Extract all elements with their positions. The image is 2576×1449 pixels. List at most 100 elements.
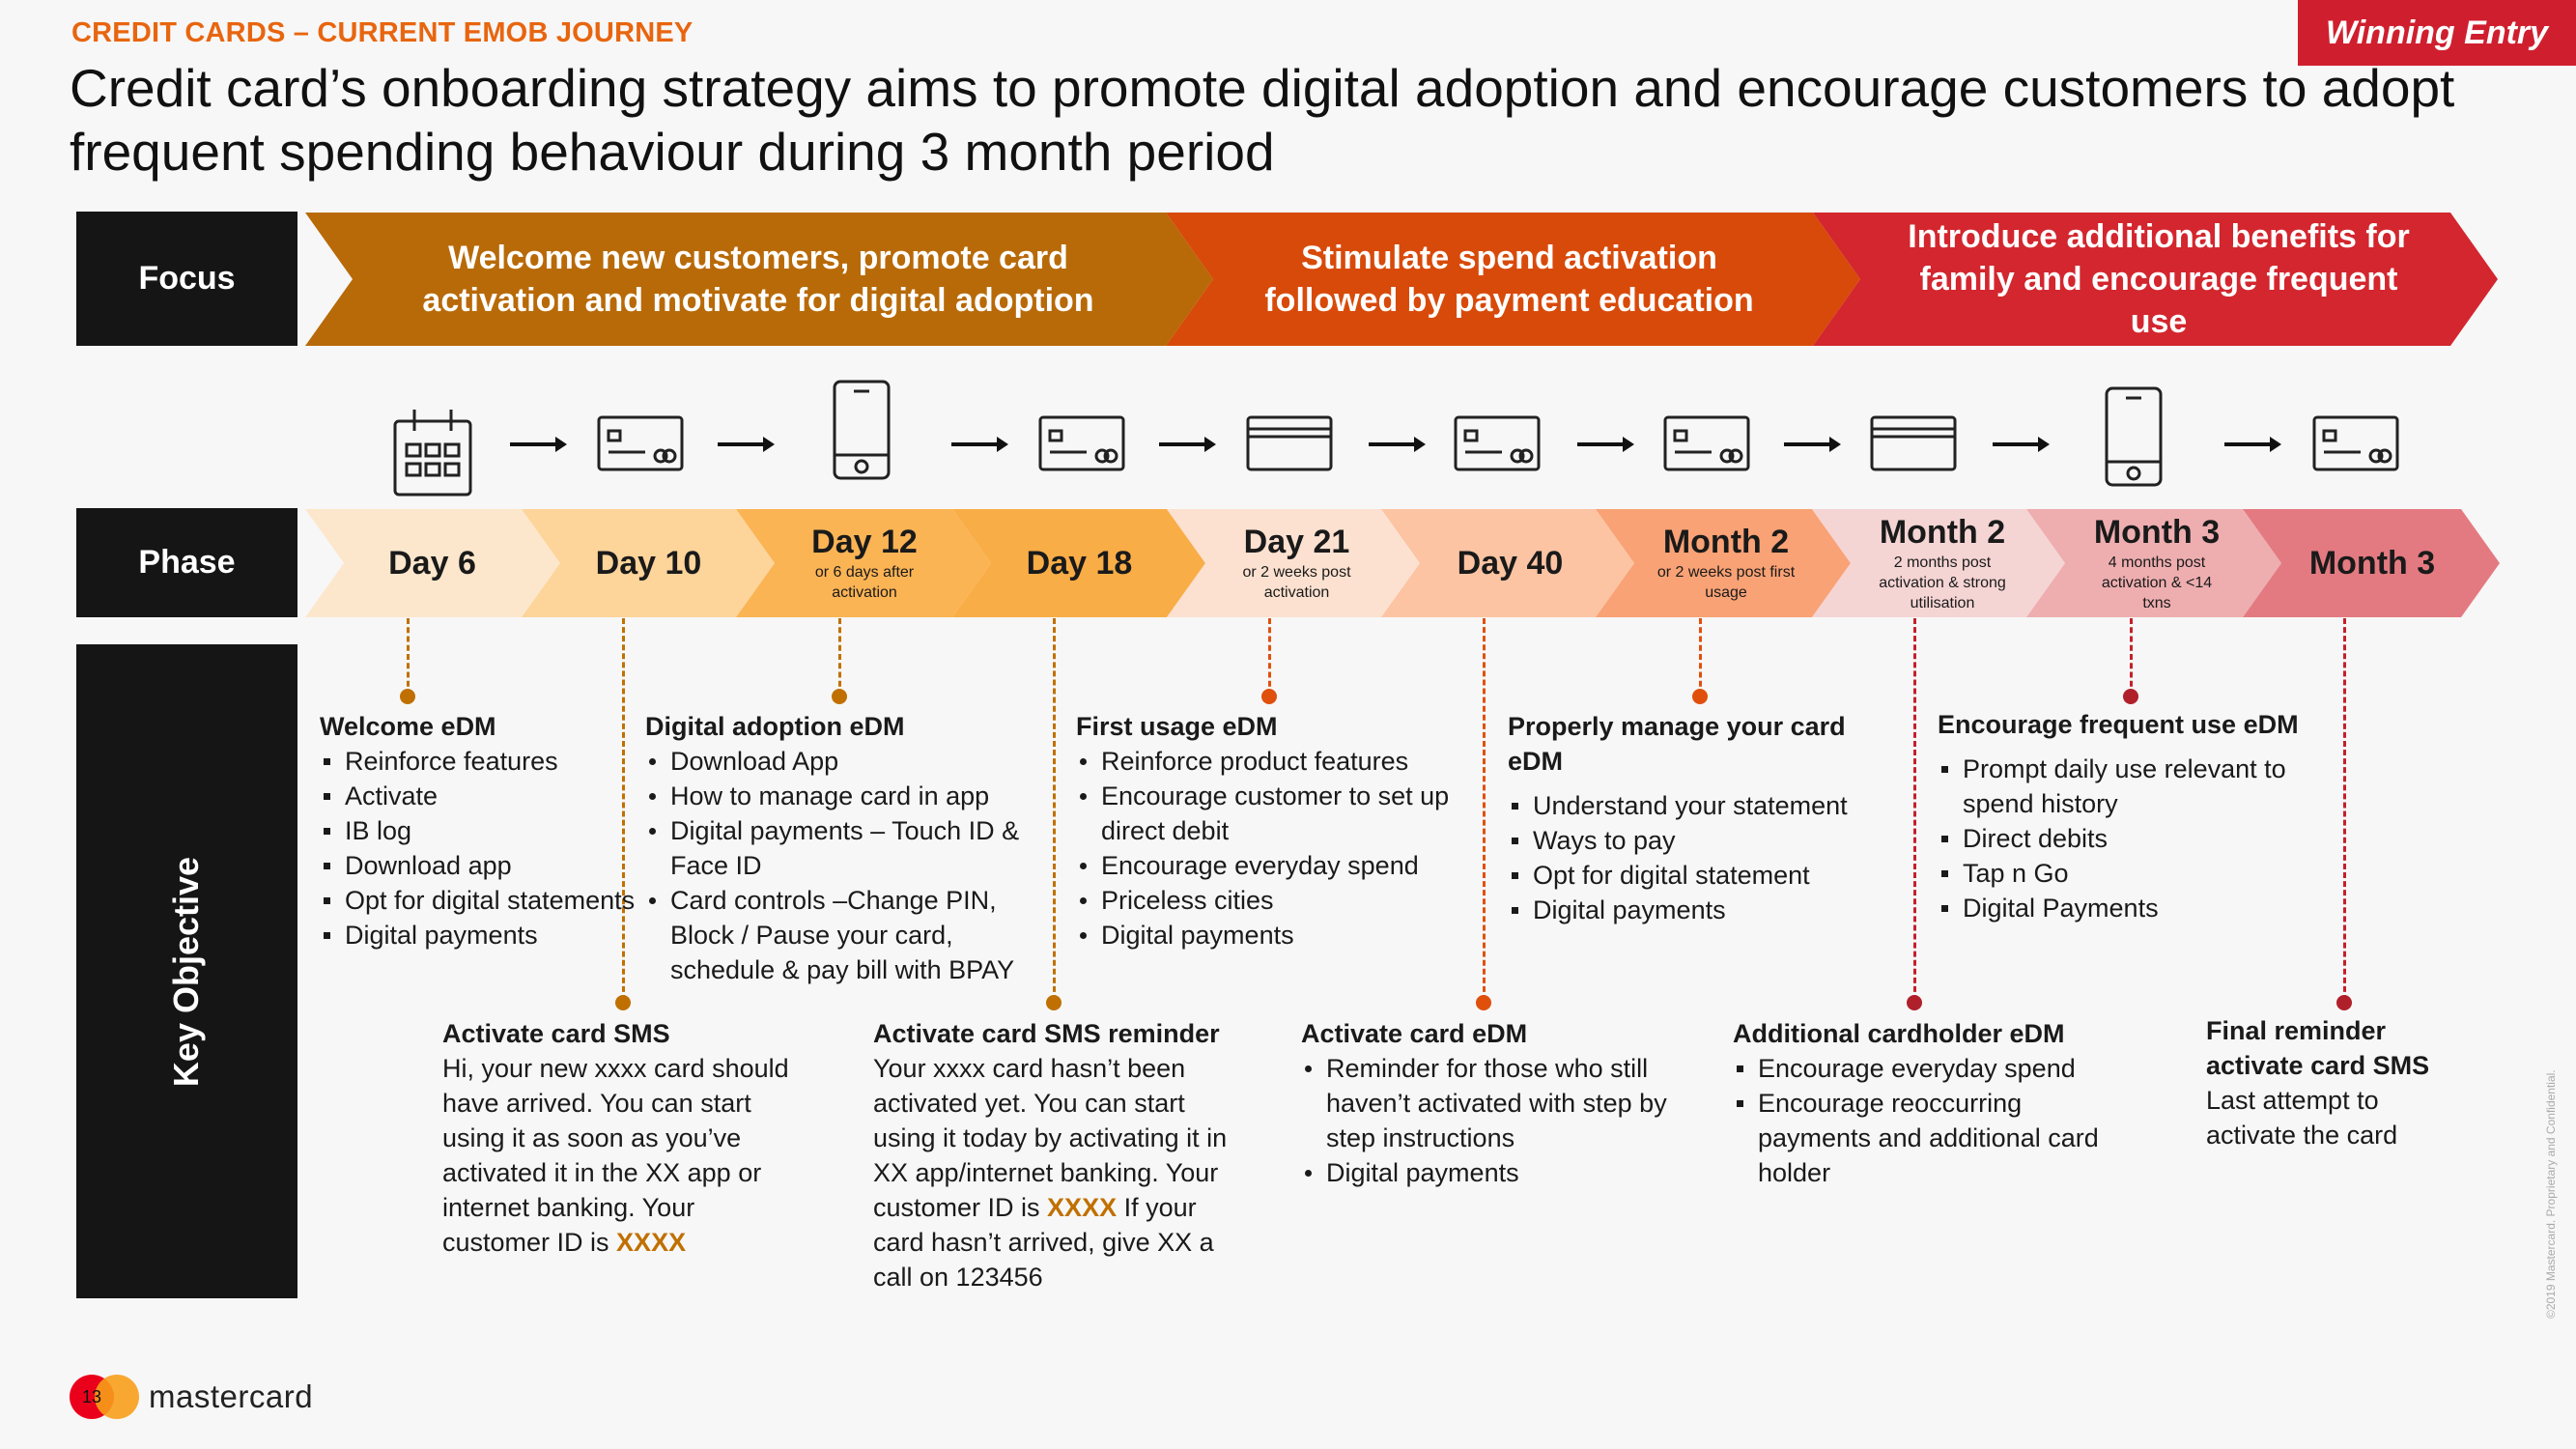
phase-10: Month 3	[2285, 509, 2459, 617]
objective-bullet: Reinforce product features	[1076, 744, 1482, 779]
winning-entry-badge: Winning Entry	[2298, 0, 2576, 66]
focus-chevron-2	[1166, 213, 1860, 346]
phase-chevron-1	[305, 509, 560, 617]
phase-4: Day 18	[995, 509, 1164, 617]
connector-dot-3	[832, 689, 847, 704]
objective-bullet: Tap n Go	[1938, 856, 2324, 891]
phase-chevron-3	[736, 509, 991, 617]
focus-row-label: Focus	[76, 212, 297, 346]
objective-bullet: Digital payments	[320, 918, 667, 952]
objective-bullet: Card controls –Change PIN, Block / Pause…	[645, 883, 1051, 987]
objective-bullet: Digital payments	[1076, 918, 1482, 952]
connector-1	[407, 618, 410, 696]
objective-manage-card-edm: Properly manage your card eDM Understand…	[1508, 709, 1894, 927]
focus-chevron-1	[305, 213, 1213, 346]
connector-dot-4	[1046, 995, 1062, 1010]
objective-body: Your xxxx card hasn’t been activated yet…	[873, 1051, 1231, 1294]
objective-title: Activate card SMS	[442, 1019, 670, 1048]
card-icon	[1038, 415, 1125, 471]
objective-bullet: Opt for digital statements	[320, 883, 667, 918]
phase-7-sub: or 2 weeks post first usage	[1656, 564, 1796, 601]
phone-icon	[2105, 386, 2163, 487]
connector-dot-8	[1907, 995, 1922, 1010]
objective-bullet: IB log	[320, 813, 667, 848]
card-icon	[1454, 415, 1541, 471]
objective-final-reminder-sms: Final reminder activate card SMS Last at…	[2206, 1013, 2457, 1152]
objective-bullet: Activate	[320, 779, 667, 813]
arrow-right-icon	[510, 437, 567, 452]
focus-text-2: Stimulate spend activation followed by p…	[1264, 240, 1754, 319]
brand-wordmark: mastercard	[149, 1378, 314, 1414]
phase-3-sub: or 6 days after activation	[814, 564, 915, 601]
eyebrow-label: CREDIT CARDS – CURRENT EMOB JOURNEY	[71, 17, 694, 48]
connector-4	[1053, 618, 1056, 1001]
arrow-right-icon	[1993, 437, 2050, 452]
objective-bullet: Reinforce features	[320, 744, 667, 779]
customer-id-highlight: XXXX	[616, 1228, 687, 1257]
objective-activate-card-edm: Activate card eDM Reminder for those who…	[1301, 1016, 1678, 1190]
objective-bullet: Digital payments	[1508, 893, 1894, 927]
objective-welcome-edm: Welcome eDM Reinforce features Activate …	[320, 709, 667, 952]
connector-dot-5	[1261, 689, 1277, 704]
phase-2-label: Day 10	[595, 545, 702, 582]
phase-8-sub: 2 months post activation & strong utilis…	[1879, 554, 2006, 611]
customer-id-highlight: XXXX	[1047, 1193, 1118, 1222]
arrow-right-icon	[718, 437, 775, 452]
card-icon	[597, 415, 684, 471]
connector-dot-7	[1692, 689, 1708, 704]
objective-bullet: Direct debits	[1938, 821, 2324, 856]
connector-3	[838, 618, 841, 696]
phase-chevron-5	[1167, 509, 1420, 617]
objective-activate-card-sms-reminder: Activate card SMS reminder Your xxxx car…	[873, 1016, 1231, 1294]
objective-bullet: Encourage reoccurring payments and addit…	[1733, 1086, 2109, 1190]
phase-row-label: Phase	[76, 508, 297, 617]
objective-bullet: Encourage customer to set up direct debi…	[1076, 779, 1482, 848]
arrow-right-icon	[1369, 437, 1426, 452]
phone-icon	[833, 380, 891, 480]
phase-4-label: Day 18	[1026, 545, 1133, 582]
objective-bullet: Understand your statement	[1508, 788, 1894, 823]
arrow-right-icon	[1784, 437, 1841, 452]
phase-5-label: Day 21	[1243, 524, 1350, 560]
key-objective-row-label: Key Objective	[76, 644, 297, 1298]
phase-6-label: Day 40	[1457, 545, 1564, 582]
mastercard-circles-icon: 13	[70, 1375, 139, 1419]
connector-dot-6	[1476, 995, 1491, 1010]
phase-6: Day 40	[1426, 509, 1595, 617]
card-icon	[2312, 415, 2399, 471]
copyright-text: ©2019 Mastercard. Proprietary and Confid…	[2544, 1069, 2558, 1319]
objective-body-text: Last attempt to activate the card	[2206, 1086, 2398, 1150]
objective-bullet: Prompt daily use relevant to spend histo…	[1938, 752, 2324, 821]
focus-text-3: Introduce additional benefits for family…	[1908, 218, 2410, 340]
phase-1-label: Day 6	[388, 545, 476, 582]
card-back-icon	[1246, 415, 1333, 471]
objective-title: Welcome eDM	[320, 712, 496, 741]
arrow-right-icon	[2224, 437, 2281, 452]
objective-bullet: Digital payments – Touch ID & Face ID	[645, 813, 1051, 883]
phase-2: Day 10	[564, 509, 733, 617]
objective-bullet: How to manage card in app	[645, 779, 1051, 813]
phase-3-label: Day 12	[811, 524, 918, 560]
objective-bullet: Digital Payments	[1938, 891, 2324, 925]
connector-2	[622, 618, 625, 1001]
objective-bullet: Priceless cities	[1076, 883, 1482, 918]
objective-title: Activate card eDM	[1301, 1019, 1528, 1048]
phase-1: Day 6	[348, 509, 517, 617]
connector-dot-2	[615, 995, 631, 1010]
calendar-icon	[393, 410, 472, 497]
objective-body: Last attempt to activate the card	[2206, 1083, 2457, 1152]
objective-additional-cardholder-edm: Additional cardholder eDM Encourage ever…	[1733, 1016, 2109, 1190]
connector-6	[1483, 618, 1486, 1001]
objective-frequent-use-edm: Encourage frequent use eDM Prompt daily …	[1938, 707, 2324, 925]
arrow-right-icon	[1577, 437, 1634, 452]
focus-text-1: Welcome new customers, promote card acti…	[422, 240, 1094, 319]
phase-chevron-4	[952, 509, 1205, 617]
connector-5	[1268, 618, 1271, 696]
objective-title: Final reminder activate card SMS	[2206, 1016, 2430, 1080]
page-title: Credit card’s onboarding strategy aims t…	[70, 58, 2455, 182]
connector-9	[2130, 618, 2133, 696]
objective-body: Hi, your new xxxx card should have arriv…	[442, 1051, 800, 1260]
objective-bullet: Encourage everyday spend	[1733, 1051, 2109, 1086]
